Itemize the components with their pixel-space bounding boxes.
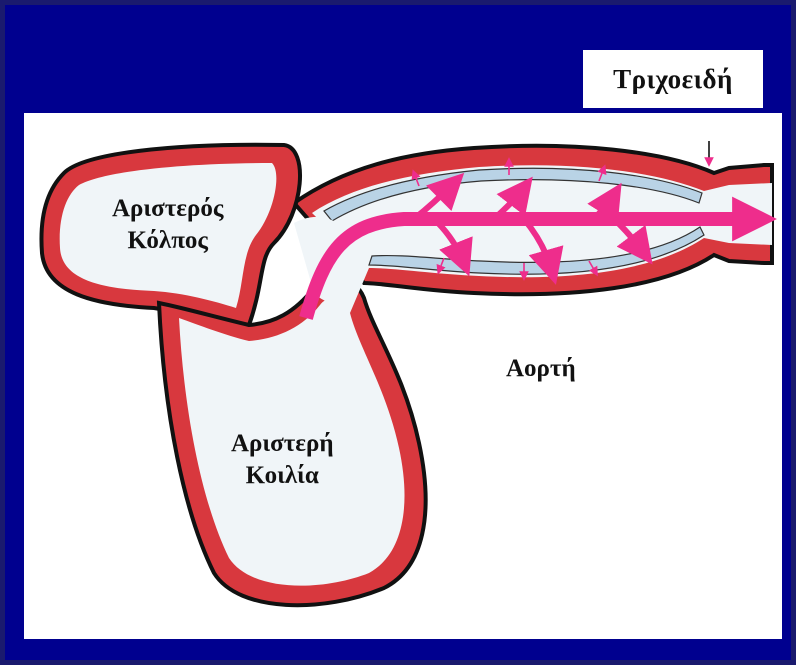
capillaries-title-box: Τριχοειδή xyxy=(583,50,763,108)
left-ventricle-label: Αριστερή Κοιλία xyxy=(231,428,334,492)
left-ventricle-label-line-2: Κοιλία xyxy=(231,460,334,492)
left-atrium-label: Αριστερός Κόλπος xyxy=(112,193,223,257)
heart-aorta-diagram xyxy=(24,113,782,639)
left-ventricle-label-line-1: Αριστερή xyxy=(231,428,334,460)
diagram-panel: Αριστερός Κόλπος Αριστερή Κοιλία Αορτή xyxy=(24,113,782,639)
aorta-label: Αορτή xyxy=(506,353,576,385)
capillaries-title: Τριχοειδή xyxy=(613,64,733,95)
left-atrium-label-line-1: Αριστερός xyxy=(112,193,223,225)
left-atrium-label-line-2: Κόλπος xyxy=(112,225,223,257)
